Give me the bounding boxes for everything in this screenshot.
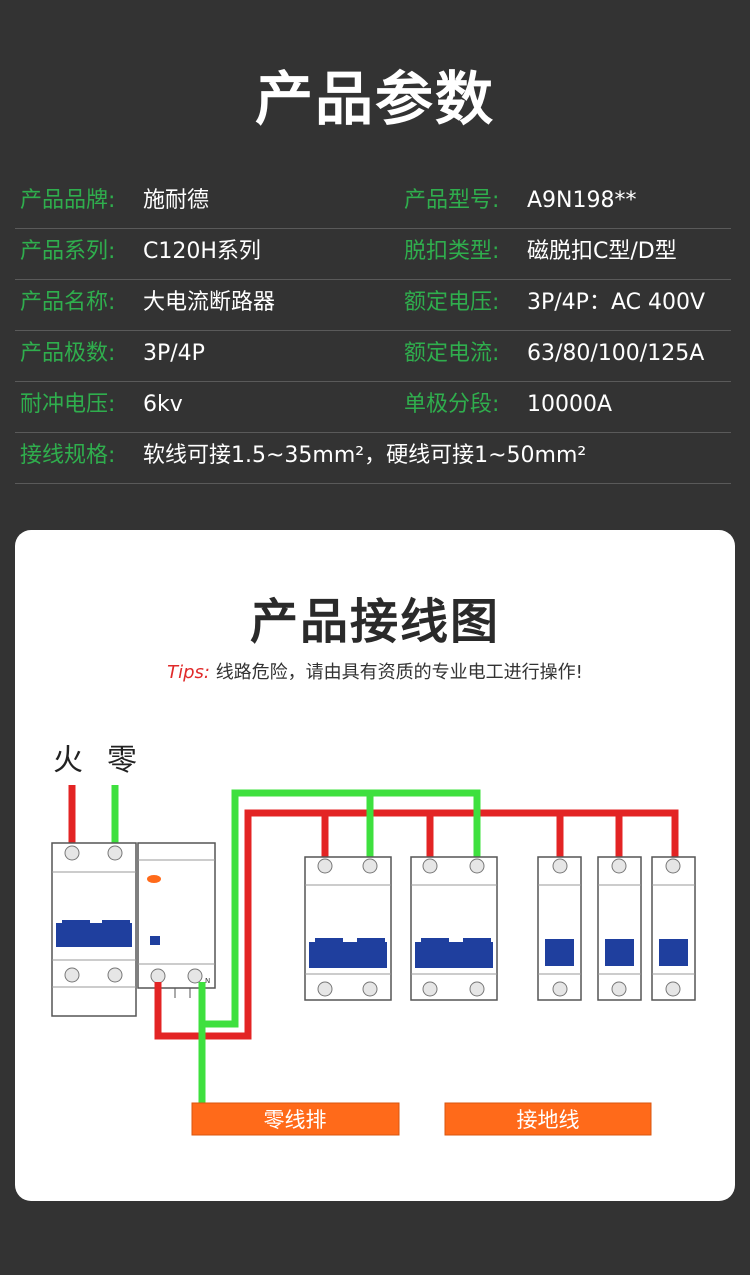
wiring-card: 产品接线图 Tips: 线路危险，请由具有资质的专业电工进行操作! 火 零 bbox=[15, 530, 735, 1201]
live-bus-wire bbox=[154, 809, 679, 1040]
param-label: 耐冲电压: bbox=[20, 392, 116, 417]
branch-breaker-1p bbox=[651, 856, 696, 1001]
neutral-label: 零 bbox=[107, 743, 137, 778]
residual-current-module: N bbox=[137, 842, 216, 998]
parameter-table: 产品品牌: 施耐德 产品型号: A9N198** 产品系列: C120H系列 脱… bbox=[15, 178, 731, 484]
param-value: C120H系列 bbox=[143, 239, 261, 264]
table-row: 产品品牌: 施耐德 产品型号: A9N198** bbox=[15, 178, 731, 229]
neutral-bar-label: 零线排 bbox=[264, 1108, 327, 1132]
table-row: 产品极数: 3P/4P 额定电流: 63/80/100/125A bbox=[15, 331, 731, 382]
neutral-bar bbox=[191, 1102, 400, 1136]
main-breaker bbox=[51, 842, 137, 1017]
param-value: 63/80/100/125A bbox=[527, 341, 705, 366]
param-label: 产品极数: bbox=[20, 341, 116, 366]
param-value: 10000A bbox=[527, 392, 613, 417]
param-label: 产品系列: bbox=[20, 239, 116, 264]
param-value: 6kv bbox=[143, 392, 183, 417]
param-label: 单极分段: bbox=[404, 392, 500, 417]
param-value: 软线可接1.5~35mm²，硬线可接1~50mm² bbox=[143, 443, 587, 468]
param-value: 3P/4P bbox=[143, 341, 205, 366]
branch-breaker-2p bbox=[410, 856, 498, 1001]
table-row: 接线规格: 软线可接1.5~35mm²，硬线可接1~50mm² bbox=[15, 433, 731, 484]
param-label: 额定电压: bbox=[404, 290, 500, 315]
tips-line: Tips: 线路危险，请由具有资质的专业电工进行操作! bbox=[15, 658, 735, 684]
param-label: 产品型号: bbox=[404, 188, 500, 213]
param-value: 大电流断路器 bbox=[143, 290, 276, 315]
wiring-diagram: 火 零 N bbox=[51, 743, 696, 1136]
ground-bar bbox=[444, 1102, 652, 1136]
ground-bar-label: 接地线 bbox=[517, 1108, 580, 1132]
tips-label: Tips: bbox=[167, 662, 210, 683]
table-row: 耐冲电压: 6kv 单极分段: 10000A bbox=[15, 382, 731, 433]
n-mark: N bbox=[205, 977, 210, 985]
neutral-bus-wire bbox=[202, 789, 481, 1028]
param-label: 接线规格: bbox=[20, 443, 116, 468]
page-title: 产品参数 bbox=[254, 65, 495, 133]
param-value: 3P/4P：AC 400V bbox=[527, 290, 705, 315]
param-value: A9N198** bbox=[527, 188, 637, 213]
param-label: 产品品牌: bbox=[20, 188, 116, 213]
param-label: 产品名称: bbox=[20, 290, 116, 315]
live-label: 火 bbox=[53, 743, 83, 778]
branch-breaker-1p bbox=[597, 856, 642, 1001]
param-value: 磁脱扣C型/D型 bbox=[527, 239, 677, 264]
table-row: 产品系列: C120H系列 脱扣类型: 磁脱扣C型/D型 bbox=[15, 229, 731, 280]
branch-breaker-2p bbox=[304, 856, 392, 1001]
tips-text: 线路危险，请由具有资质的专业电工进行操作! bbox=[215, 662, 583, 683]
param-value: 施耐德 bbox=[143, 188, 210, 213]
branch-breaker-1p bbox=[537, 856, 582, 1001]
param-label: 脱扣类型: bbox=[404, 239, 500, 264]
wiring-title: 产品接线图 bbox=[249, 594, 500, 650]
param-label: 额定电流: bbox=[404, 341, 500, 366]
table-row: 产品名称: 大电流断路器 额定电压: 3P/4P：AC 400V bbox=[15, 280, 731, 331]
